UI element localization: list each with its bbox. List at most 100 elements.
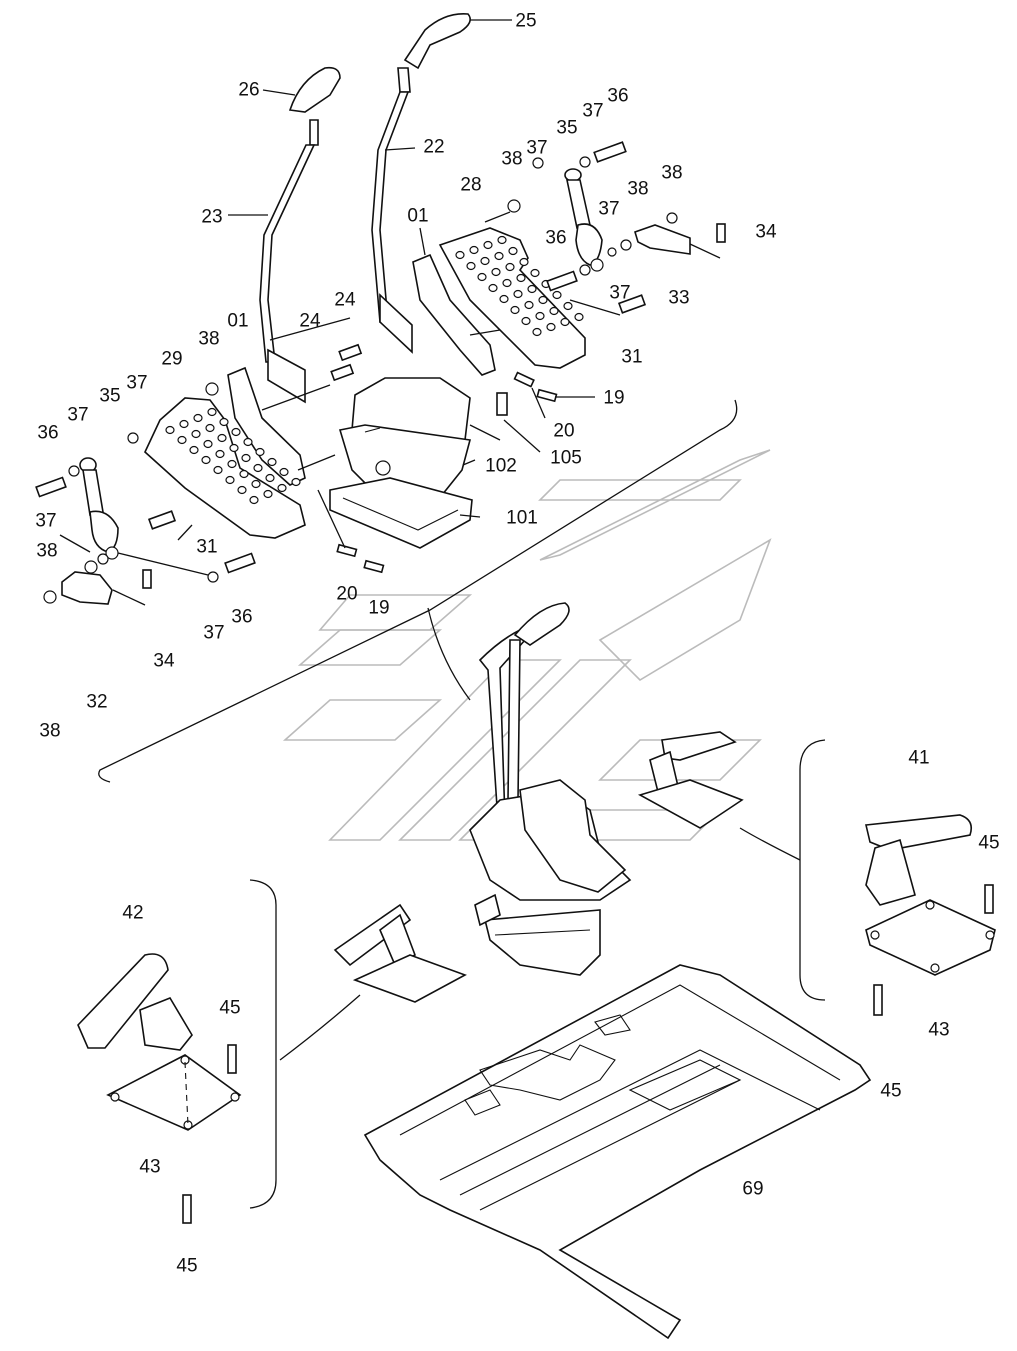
tread-hole	[497, 235, 507, 245]
tread-hole	[494, 251, 504, 261]
tread-hole	[502, 278, 512, 288]
callout-37: 37	[67, 404, 89, 426]
tread-hole	[480, 256, 490, 266]
callout-32: 32	[86, 691, 108, 713]
pedal-bracket-right	[412, 253, 496, 376]
tread-hole	[560, 317, 570, 327]
tread-hole	[255, 447, 265, 457]
callout-37: 37	[582, 100, 604, 122]
callout-69: 69	[742, 1178, 764, 1200]
callout-38: 38	[198, 328, 220, 350]
callout-38: 38	[661, 162, 683, 184]
tread-hole	[488, 283, 498, 293]
tread-hole	[225, 475, 235, 485]
upper-detail-bracket	[98, 399, 738, 783]
tread-hole	[483, 240, 493, 250]
callout-38: 38	[36, 540, 58, 562]
tread-hole	[205, 423, 215, 433]
callout-105: 105	[550, 447, 582, 469]
tread-hole	[201, 455, 211, 465]
right-detail-bracket	[799, 739, 826, 1001]
tread-hole	[505, 262, 515, 272]
callout-36: 36	[545, 227, 567, 249]
pedal-42-assembly	[77, 953, 242, 1224]
tread-hole	[189, 445, 199, 455]
callout-31: 31	[196, 536, 218, 558]
assembled-pedal-unit	[469, 602, 632, 976]
tread-hole	[530, 268, 540, 278]
tread-hole	[546, 322, 556, 332]
tread-hole	[516, 273, 526, 283]
pilot-valve	[329, 377, 473, 549]
tread-hole	[491, 267, 501, 277]
tread-hole	[231, 427, 241, 437]
tread-hole	[237, 485, 247, 495]
tread-hole	[207, 407, 217, 417]
tread-hole	[477, 272, 487, 282]
tread-hole	[263, 489, 273, 499]
pedal-bracket-left	[227, 366, 306, 486]
tread-hole	[535, 311, 545, 321]
callout-45: 45	[219, 997, 241, 1019]
damper-left	[79, 457, 119, 560]
tread-hole	[508, 246, 518, 256]
callout-37: 37	[126, 372, 148, 394]
callout-19: 19	[368, 597, 390, 619]
tread-hole	[191, 429, 201, 439]
callout-37: 37	[598, 198, 620, 220]
tread-hole	[455, 250, 465, 260]
callout-01: 01	[407, 205, 429, 227]
callout-42: 42	[122, 902, 144, 924]
callout-29: 29	[161, 348, 183, 370]
tread-hole	[165, 425, 175, 435]
callout-20: 20	[553, 420, 575, 442]
travel-lever-left	[259, 66, 341, 404]
aux-pedal-upper-right	[637, 731, 744, 829]
callout-24: 24	[299, 310, 321, 332]
callout-43: 43	[928, 1019, 950, 1041]
callout-26: 26	[238, 79, 260, 101]
callout-24: 24	[334, 289, 356, 311]
left-detail-pointer	[279, 994, 361, 1061]
tread-hole	[267, 457, 277, 467]
callout-36: 36	[231, 606, 253, 628]
callout-23: 23	[201, 206, 223, 228]
right-detail-pointer	[739, 827, 801, 861]
callout-41: 41	[908, 747, 930, 769]
callout-101: 101	[506, 507, 538, 529]
tread-hole	[552, 290, 562, 300]
tread-hole	[239, 469, 249, 479]
callout-35: 35	[99, 385, 121, 407]
hardware-washers-nuts	[43, 156, 678, 604]
tread-hole	[499, 294, 509, 304]
pedal-41-assembly	[865, 814, 996, 1016]
tread-hole	[510, 305, 520, 315]
callout-28: 28	[460, 174, 482, 196]
callout-33: 33	[668, 287, 690, 309]
tread-hole	[466, 261, 476, 271]
tread-hole	[227, 459, 237, 469]
callout-36: 36	[37, 422, 59, 444]
callout-45: 45	[978, 832, 1000, 854]
damper-right	[564, 168, 604, 272]
tread-hole	[574, 312, 584, 322]
tread-hole	[519, 257, 529, 267]
tread-hole	[253, 463, 263, 473]
tread-hole	[251, 479, 261, 489]
upper-detail-pointer	[427, 607, 471, 701]
callout-37: 37	[609, 282, 631, 304]
tread-hole	[513, 289, 523, 299]
tread-hole	[217, 433, 227, 443]
tread-hole	[241, 453, 251, 463]
pedal-right-28	[438, 227, 586, 369]
callout-45: 45	[176, 1255, 198, 1277]
callout-31: 31	[621, 346, 643, 368]
callout-34: 34	[755, 221, 777, 243]
tread-hole	[532, 327, 542, 337]
callout-35: 35	[556, 117, 578, 139]
tread-hole	[229, 443, 239, 453]
callout-19: 19	[603, 387, 625, 409]
callout-45: 45	[880, 1080, 902, 1102]
